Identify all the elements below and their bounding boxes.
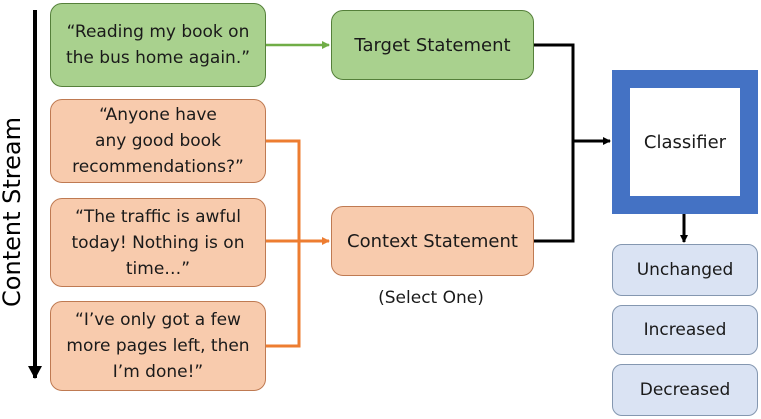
context-source-message: “Anyone have any good book recommendatio… [50,99,266,183]
context-to-classifier-line [534,141,575,243]
target-statement-box: Target Statement [331,10,534,80]
output-increased-box: Increased [612,305,758,355]
context-statement-box: Context Statement [331,206,534,276]
context-source-message: “The traffic is awful today! Nothing is … [50,198,266,287]
message-line: time…” [125,258,191,279]
context-source-message: “I’ve only got a few more pages left, th… [50,301,266,391]
message-line: “Reading my book on [66,22,250,42]
select-one-note: (Select One) [378,288,484,308]
message-line: more pages left, then [66,336,250,356]
message-line: today! Nothing is on [71,232,245,253]
output-decreased-box: Decreased [612,364,758,416]
message-line: “The traffic is awful [75,206,241,227]
output-label: Increased [643,320,727,340]
message-line: “Anyone have [99,105,217,125]
target-statement-label: Target Statement [354,34,511,56]
classifier-box: Classifier [612,70,758,214]
target-source-message: “Reading my book on the bus home again.” [50,3,266,87]
message-line: I’m done!” [112,362,204,382]
message-line: any good book [95,131,221,151]
message-line: the bus home again.” [65,48,251,68]
message-line: “I’ve only got a few [75,310,241,330]
classifier-label: Classifier [643,131,727,153]
target-to-classifier-line [534,43,575,141]
output-unchanged-box: Unchanged [612,244,758,296]
context-statement-label: Context Statement [347,230,518,252]
context-bracket [266,139,301,348]
output-label: Decreased [639,380,731,400]
message-line: recommendations?” [72,157,244,177]
output-label: Unchanged [636,260,734,280]
content-stream-label: Content Stream [0,117,26,307]
